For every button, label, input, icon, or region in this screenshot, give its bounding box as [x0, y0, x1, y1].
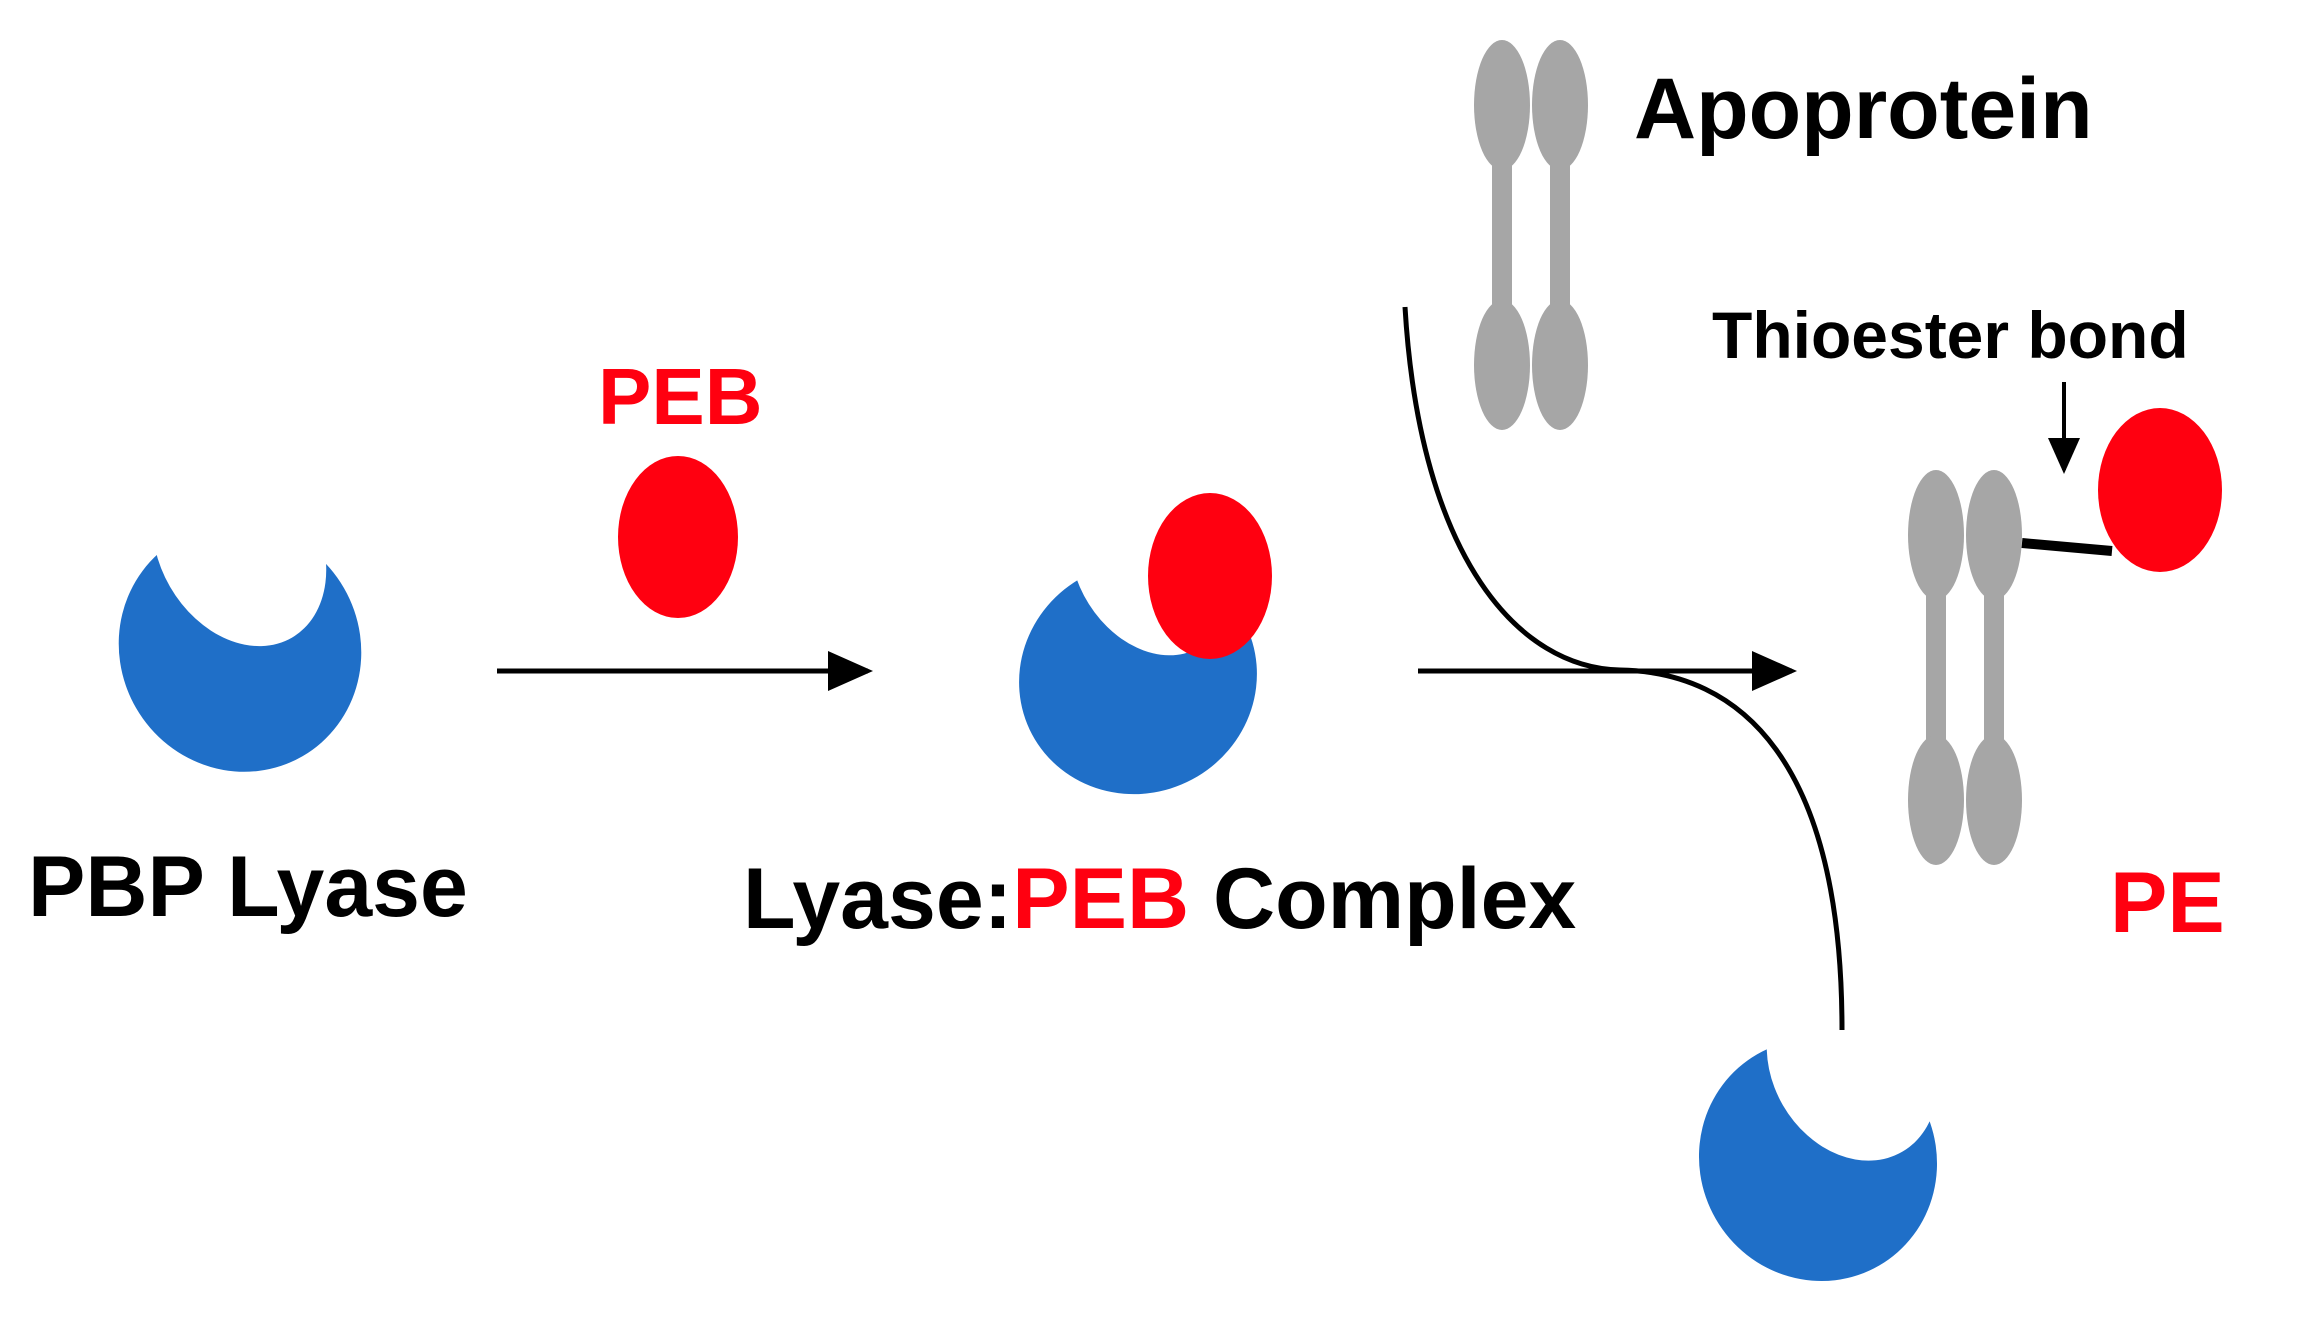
complex-suffix: Complex: [1189, 851, 1576, 947]
apoprotein-label: Apoprotein: [1634, 61, 2093, 157]
complex-prefix: Lyase:: [743, 851, 1012, 947]
exchange-curve: [1402, 306, 1845, 1031]
peb-molecule: [618, 456, 738, 618]
pe-product-shape: [1908, 408, 2222, 865]
complex-label: Lyase:PEB Complex: [743, 851, 1576, 947]
released-lyase-shape: [1698, 1038, 1938, 1282]
complex-peb: PEB: [1012, 851, 1189, 947]
pe-label: PE: [2110, 855, 2225, 951]
peb-label: PEB: [598, 352, 763, 441]
apoprotein-shape: [1474, 40, 1588, 430]
thioester-bond-label: Thioester bond: [1712, 298, 2189, 372]
pbp-lyase-label: PBP Lyase: [28, 839, 468, 935]
lyase-peb-complex: [1019, 493, 1272, 795]
pbp-lyase-shape: [118, 524, 362, 772]
